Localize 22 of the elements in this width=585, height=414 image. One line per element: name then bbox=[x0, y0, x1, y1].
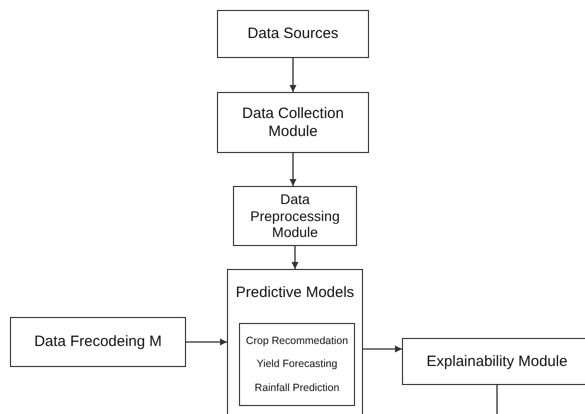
box-label: Crop Recommedation bbox=[246, 334, 348, 348]
arrow bbox=[363, 346, 402, 352]
box-label: Data Collection Module bbox=[241, 104, 345, 140]
box-label: Rainfall Prediction bbox=[254, 382, 340, 394]
box-heading: Predictive Models bbox=[236, 284, 354, 302]
connector-line bbox=[496, 385, 498, 414]
box-label: Data Frecodeing M bbox=[34, 333, 162, 351]
arrow bbox=[290, 153, 296, 186]
process-box bbox=[402, 338, 585, 385]
box-label: Data Preprocessing Module bbox=[249, 190, 341, 242]
arrow bbox=[186, 338, 227, 346]
box-label: Explainability Module bbox=[426, 352, 568, 370]
process-box bbox=[10, 317, 186, 367]
inner-box bbox=[239, 323, 355, 406]
process-box bbox=[217, 92, 369, 153]
arrow bbox=[290, 58, 296, 92]
box-label: Data Sources bbox=[248, 25, 338, 43]
process-box bbox=[217, 10, 369, 58]
process-box bbox=[233, 186, 357, 246]
box-label: Yield Forecasting bbox=[256, 358, 338, 371]
process-box bbox=[227, 269, 363, 414]
arrow bbox=[292, 246, 298, 269]
